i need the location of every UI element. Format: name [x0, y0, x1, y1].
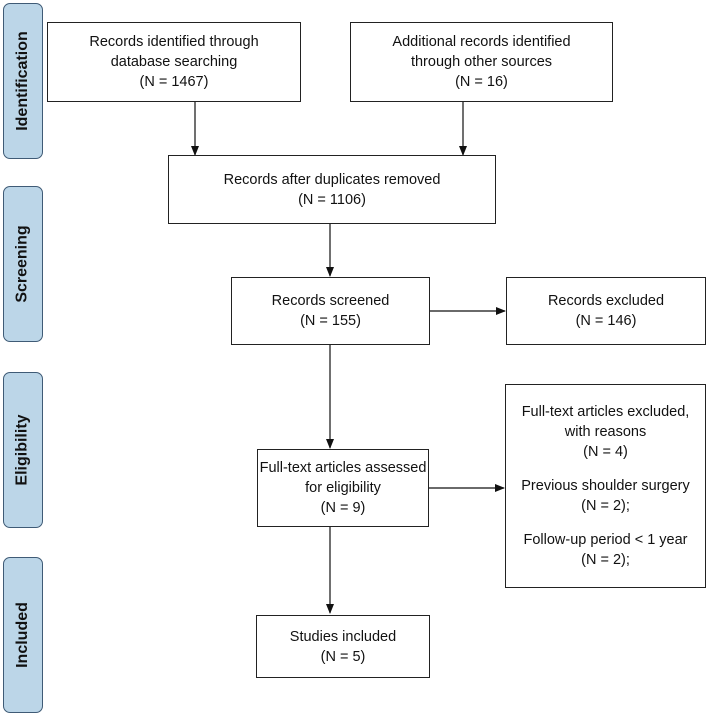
fulltext-assessed-line1: Full-text articles assessed: [259, 460, 427, 476]
db-records-count: (N = 1467): [139, 74, 209, 90]
db-records-line2: database searching: [110, 54, 238, 70]
fulltext-assessed-line2: for eligibility: [305, 480, 381, 496]
records-screened-count: (N = 155): [300, 313, 361, 329]
fulltext-excluded-count: (N = 4): [583, 444, 628, 460]
box-fulltext-excluded: Full-text articles excluded, with reason…: [505, 384, 706, 588]
exclusion-reason-1: Previous shoulder surgery: [521, 478, 690, 494]
phase-identification: Identification: [3, 3, 43, 159]
box-studies-included: Studies included (N = 5): [256, 615, 430, 678]
exclusion-reason-1-count: (N = 2);: [581, 498, 630, 514]
box-records-excluded: Records excluded (N = 146): [506, 277, 706, 345]
after-duplicates-count: (N = 1106): [298, 191, 366, 208]
box-other-sources-records: Additional records identified through ot…: [350, 22, 613, 102]
db-records-line1: Records identified through: [89, 34, 259, 50]
exclusion-reason-2: Follow-up period < 1 year: [523, 532, 688, 548]
fulltext-excluded-line1: Full-text articles excluded,: [521, 404, 690, 420]
fulltext-excluded-line2: with reasons: [564, 424, 647, 440]
phase-included: Included: [3, 557, 43, 713]
box-records-screened: Records screened (N = 155): [231, 277, 430, 345]
phase-eligibility: Eligibility: [3, 372, 43, 528]
studies-included-count: (N = 5): [320, 648, 366, 665]
box-fulltext-assessed: Full-text articles assessed for eligibil…: [257, 449, 429, 527]
box-database-records: Records identified through database sear…: [47, 22, 301, 102]
phase-included-label: Included: [14, 602, 31, 668]
records-screened-line1: Records screened: [271, 293, 390, 309]
fulltext-assessed-count: (N = 9): [320, 500, 366, 516]
studies-included-line1: Studies included: [289, 628, 397, 645]
phase-eligibility-label: Eligibility: [14, 414, 31, 486]
other-records-line2: through other sources: [410, 54, 553, 70]
after-duplicates-line1: Records after duplicates removed: [223, 171, 441, 188]
phase-screening-label: Screening: [14, 225, 32, 303]
exclusion-reason-2-count: (N = 2);: [581, 552, 630, 568]
box-after-duplicates: Records after duplicates removed (N = 11…: [168, 155, 496, 224]
records-excluded-count: (N = 146): [575, 313, 637, 329]
phase-screening: Screening: [3, 186, 43, 342]
records-excluded-line1: Records excluded: [547, 293, 665, 309]
other-records-line1: Additional records identified: [392, 34, 571, 50]
phase-identification-label: Identification: [14, 31, 31, 131]
other-records-count: (N = 16): [455, 74, 508, 90]
